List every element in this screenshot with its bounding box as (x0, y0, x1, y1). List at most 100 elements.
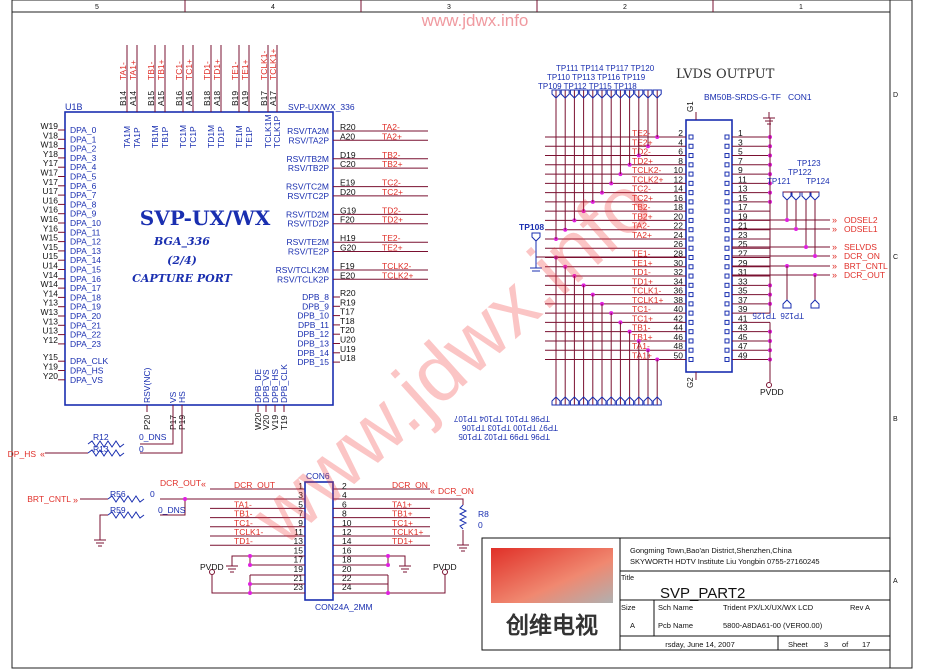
u1b-part: SVP-UX/WX_336 (288, 102, 355, 112)
institute: SKYWORTH HDTV Institute Liu Yongbin 0755… (630, 557, 820, 566)
pin-label: TA1M (122, 126, 132, 148)
tp-label: TP123 (797, 159, 821, 168)
junction-dot (794, 227, 798, 231)
pin-pad (688, 190, 694, 196)
con6-part: CON24A_2MM (315, 602, 373, 612)
watermark-url: www.jdwx.info (421, 11, 529, 30)
g2-label: G2 (686, 377, 695, 388)
net-label: TE2+ (382, 243, 403, 253)
net-label: TB2+ (382, 159, 403, 169)
title-label: Title (621, 575, 634, 582)
tp-label: TP124 (806, 177, 830, 186)
offpage-arrow-icon: » (832, 270, 837, 280)
column-marker: 3 (447, 4, 451, 11)
row-marker: C (893, 254, 898, 261)
net-label: TC1+ (184, 59, 194, 80)
pin-pad (688, 217, 694, 223)
pin-pad (724, 217, 730, 223)
pin-label: TC1M (178, 125, 188, 148)
pin-pad (724, 134, 730, 140)
r12-ref: R12 (93, 432, 109, 442)
address: Gongming Town,Bao'an District,Shenzhen,C… (630, 546, 793, 555)
r8-value: 0 (478, 520, 483, 530)
pin-label: DPA_VS (70, 375, 103, 385)
pin-pad (724, 273, 730, 279)
tp-group-label: TP98 TP101 TP104 TP107 (453, 414, 550, 423)
pin-number: 50 (674, 350, 684, 360)
con6-area: R56 0 R59 0_DNS R8 0 BRT_CNTL » DCR_OUT … (27, 471, 489, 612)
pin-label: TB1M (150, 125, 160, 148)
column-marker: 5 (95, 4, 99, 11)
pin-label: TC1P (188, 126, 198, 148)
test-point-icon (782, 299, 792, 309)
lvds-part: BM50B-SRDS-G-TF (704, 92, 781, 102)
pin-pad (724, 180, 730, 186)
pin-label: RSV/TCLK2P (277, 274, 329, 284)
pin-pad (724, 190, 730, 196)
logo-text: 创维电视 (505, 612, 598, 638)
pin-pad (724, 153, 730, 159)
u1b-package: BGA_336 (153, 235, 210, 249)
pin-pad (724, 264, 730, 270)
pin-label: DPB_15 (297, 357, 329, 367)
tp-group-label: TP97 TP100 TP103 TP106 (461, 423, 558, 432)
tp-label: TP126 (780, 311, 804, 320)
pcb-name: 5800-A8DA61-00 (VER00.00) (723, 621, 823, 630)
pin-number: F20 (340, 215, 355, 225)
pin-pad (688, 143, 694, 149)
tp-group-label: TP111 TP114 TP117 TP120 (556, 64, 655, 73)
pin-pad (724, 208, 730, 214)
pin-number: D20 (340, 187, 356, 197)
junction-dot (785, 218, 789, 222)
pin-number: B18 (202, 91, 212, 106)
pin-number: T19 (279, 415, 289, 430)
net-label: TD1+ (392, 536, 413, 546)
pin-label: RSV(NC) (142, 367, 152, 403)
tp-label: TP125 (752, 311, 776, 320)
pin-label: TD1M (206, 125, 216, 148)
column-marker: 4 (271, 4, 275, 11)
sheet-label: Sheet (788, 640, 809, 649)
pin-pad (688, 255, 694, 261)
pin-pad (688, 208, 694, 214)
net-label: TC2+ (382, 187, 403, 197)
date: rsday, June 14, 2007 (665, 640, 735, 649)
pin-pad (724, 171, 730, 177)
u1b-symbol: U1B SVP-UX/WX_336 SVP-UX/WX BGA_336 (2/4… (41, 45, 428, 430)
pin-label: TE1M (234, 125, 244, 148)
offpage-arrow-icon: « (430, 486, 435, 496)
test-point-icon (791, 191, 801, 201)
net-label: TD1- (234, 536, 253, 546)
offpage-arrow-icon: » (73, 495, 78, 505)
sheet-of: of (842, 640, 849, 649)
pin-number: E20 (340, 270, 355, 280)
lvds-connector: LVDS OUTPUT BM50B-SRDS-G-TF CON1 G1 G2 2… (453, 64, 888, 441)
pin-pad (724, 245, 730, 251)
row-marker: D (893, 92, 898, 99)
r59-ref: R59 (110, 505, 126, 515)
pin-pad (724, 162, 730, 168)
pin-label: TE1P (244, 126, 254, 148)
pin-pad (688, 236, 694, 242)
pin-pad (688, 171, 694, 177)
pin-pad (688, 319, 694, 325)
offpage-arrow-icon: « (40, 449, 45, 459)
net-label: TE1- (230, 61, 240, 80)
net-label: TD2+ (382, 215, 403, 225)
pin-number: A18 (212, 91, 222, 106)
pin-number: G20 (340, 243, 356, 253)
net-label: TCLK1+ (268, 49, 278, 80)
pin-label: DPB_CLK (279, 364, 289, 403)
pin-pad (724, 310, 730, 316)
pcb-name-label: Pcb Name (658, 621, 693, 630)
pin-pad (688, 273, 694, 279)
tp108-label: TP108 (519, 222, 544, 232)
pin-pad (724, 319, 730, 325)
pin-pad (688, 310, 694, 316)
row-marker: B (893, 416, 898, 423)
pin-label: RSV/TB2P (288, 163, 329, 173)
net-label: TA1- (118, 62, 128, 80)
junction-dot (813, 254, 817, 258)
pin-label: RSV/TD2P (287, 219, 329, 229)
u1b-function: CAPTURE PORT (132, 272, 232, 285)
